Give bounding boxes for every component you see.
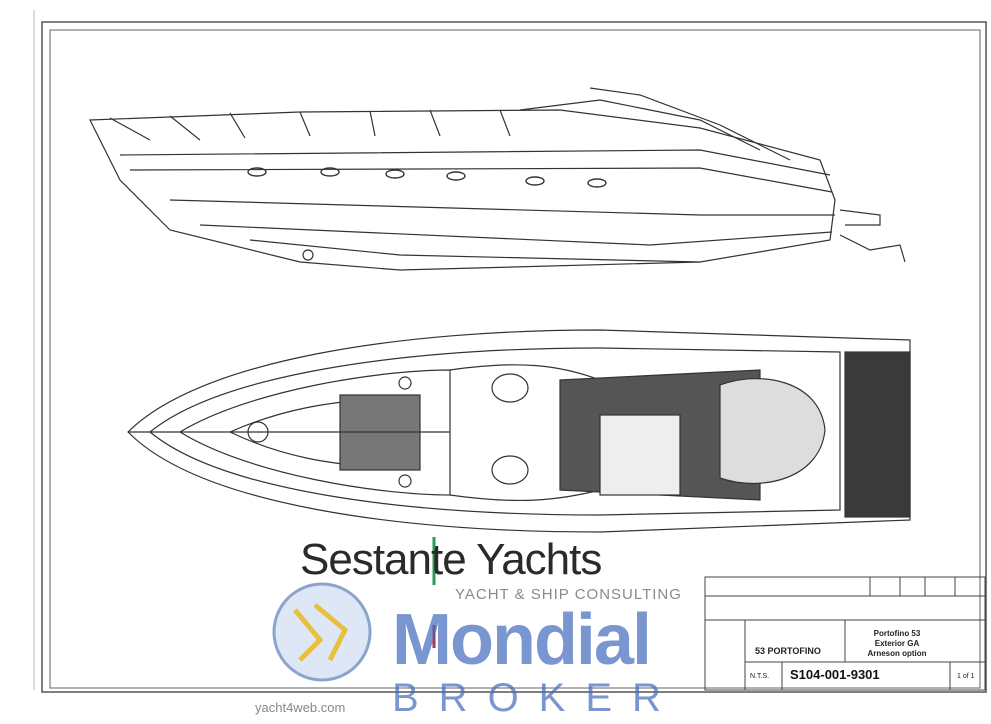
sheet-number: 1 of 1: [957, 673, 975, 680]
scale-label: N.T.S.: [750, 673, 770, 680]
title-line: Portofino 53: [873, 629, 921, 638]
title-line: Arneson option: [867, 649, 927, 658]
side-profile-view: [89, 87, 906, 271]
drawing-number: S104-001-9301: [790, 667, 880, 682]
outer-frame: [41, 21, 987, 693]
sestante-watermark: Sestante Yachts: [300, 535, 602, 584]
mondial-watermark: Mondial: [392, 600, 652, 680]
drawing-title: Portofino 53 Exterior GA Arneson option: [852, 629, 942, 659]
inner-frame: [49, 29, 981, 689]
sestante-subtitle: YACHT & SHIP CONSULTING: [455, 586, 682, 603]
project-name: 53 PORTOFINO: [755, 646, 821, 656]
site-watermark: yacht4web.com: [255, 700, 346, 715]
title-line: Exterior GA: [874, 639, 920, 648]
broker-watermark: BROKER: [392, 676, 681, 720]
sestante-logo: [272, 537, 436, 682]
portholes: [247, 167, 607, 188]
title-block: [704, 576, 986, 691]
plan-top-view: [127, 329, 911, 533]
